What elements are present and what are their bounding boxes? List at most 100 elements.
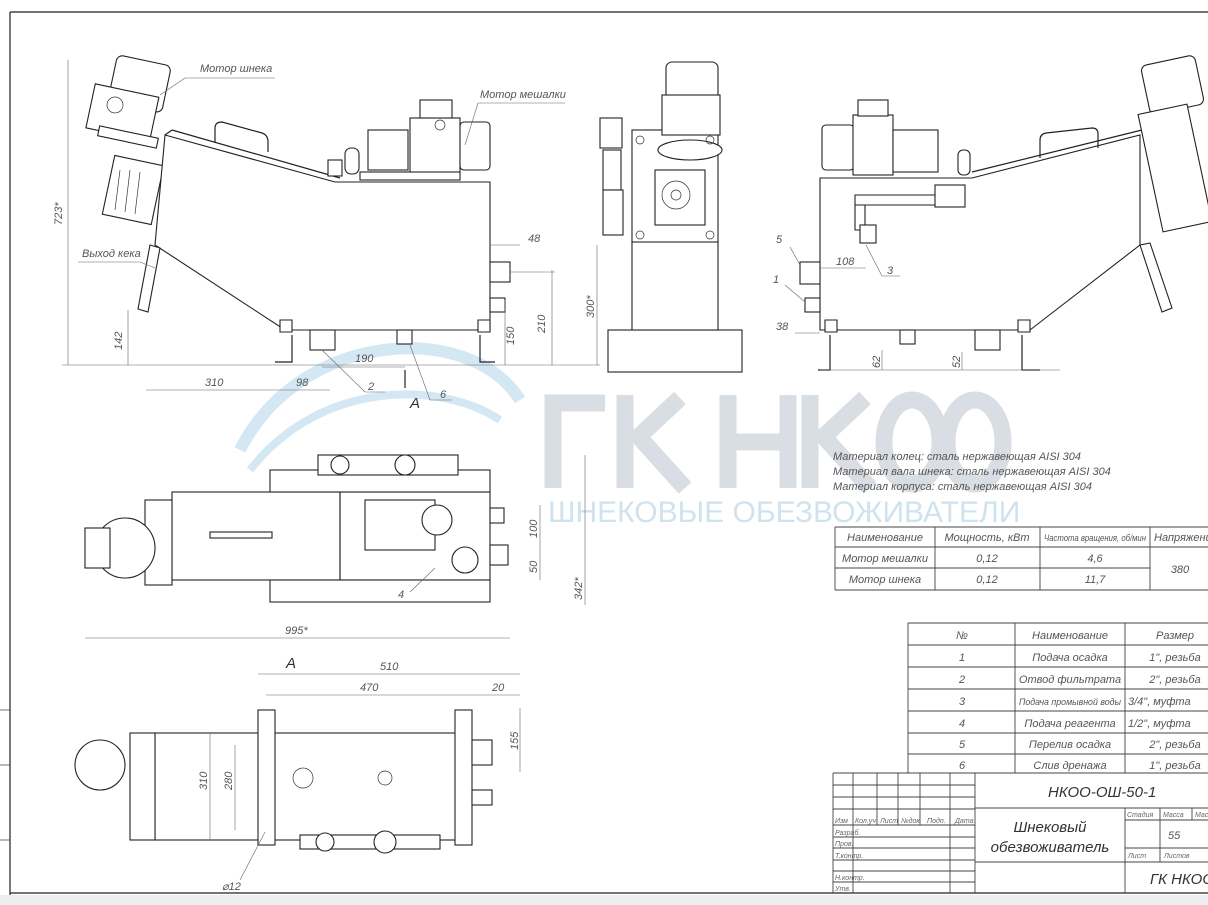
drawing-text: Напряжение <box>1154 532 1208 544</box>
drawing-text: Размер <box>1156 630 1194 642</box>
dim-300: 300* <box>585 295 597 318</box>
top-view: 342* 100 50 995* 4 <box>84 454 586 639</box>
drawing-text: Т.контр. <box>835 853 863 860</box>
table-row: 4 Подача реагента 1/2", муфта <box>959 718 1191 730</box>
drawing-text: № <box>956 630 968 642</box>
table-row: 6 Слив дренажа 1", резьба <box>959 760 1201 772</box>
dim-995: 995* <box>285 625 308 637</box>
dim-142: 142 <box>113 332 125 350</box>
lid-handle <box>214 121 269 152</box>
drawing-text: Утв. <box>834 886 851 893</box>
dim-155: 155 <box>509 731 521 750</box>
drawing-text: 3 <box>959 696 966 708</box>
mass-value: 55 <box>1168 830 1181 842</box>
dim-342: 342* <box>573 577 585 600</box>
table-row: Мотор мешалки <box>842 553 928 565</box>
drawing-text: Отвод фильтрата <box>1019 674 1121 686</box>
label-cake-outlet: Выход кека <box>82 248 141 260</box>
dim-98: 98 <box>296 377 309 389</box>
dim-210: 210 <box>536 314 548 334</box>
dim-d12: ⌀12 <box>222 881 241 893</box>
callout-2: 2 <box>367 381 374 393</box>
dim-723: 723* <box>53 202 65 225</box>
dim-310-a: 310 <box>198 771 210 790</box>
drawing-text: Подача осадка <box>1032 652 1108 664</box>
view-a-title: A <box>285 655 296 672</box>
material-notes: Материал колец: сталь нержавеющая AISI 3… <box>833 451 1111 493</box>
drawing-text: 6 <box>959 760 966 772</box>
dim-470: 470 <box>360 682 379 694</box>
table-row: 3 Подача промывной воды 3/4", муфта <box>959 696 1191 708</box>
drawing-text: Частота вращения, об/мин <box>1044 533 1146 543</box>
front-view: 300* <box>585 61 743 373</box>
drawing-name-line1: Шнековый <box>1013 819 1087 836</box>
drawing-text: Лист <box>1127 853 1146 860</box>
dim-190: 190 <box>355 353 374 365</box>
drawing-text: 1", резьба <box>1149 652 1200 664</box>
drawing-name-line2: обезвоживатель <box>991 839 1110 856</box>
bottom-strip <box>0 895 1208 905</box>
motor-table: Наименование Мощность, кВт Частота враще… <box>834 526 1208 591</box>
drawing-text: №док <box>901 817 920 825</box>
mixer-motor <box>327 99 491 181</box>
screw-motor <box>85 55 171 226</box>
dim-108: 108 <box>836 256 855 268</box>
drawing-text: Разраб. <box>835 829 860 837</box>
drawing-text: Подп. <box>927 817 946 825</box>
drawing-text: 1", резьба <box>1149 760 1200 772</box>
drawing-text: 11,7 <box>1085 574 1106 586</box>
drawing-text: Масса <box>1163 812 1184 819</box>
dim-280: 280 <box>223 771 235 791</box>
table-row: 1 Подача осадка 1", резьба <box>959 652 1201 664</box>
drawing-text: Пров. <box>835 841 854 848</box>
side-view: Мотор шнека Мотор мешалки Выход кека 723… <box>53 55 600 412</box>
drawing-text: Н.контр. <box>835 875 865 882</box>
company-name: ГК НКОО <box>1150 871 1208 888</box>
dim-510: 510 <box>380 661 399 673</box>
drawing-text: 2", резьба <box>1148 674 1200 686</box>
drawing-text: Подача промывной воды <box>1019 697 1121 708</box>
drawing-text: 3/4", муфта <box>1128 696 1191 708</box>
drawing-text: 4 <box>959 718 965 730</box>
drawing-designation: НКОО-ОШ-50-1 <box>1048 784 1156 801</box>
drawing-text: 5 <box>959 739 966 751</box>
watermark-tagline: ШНЕКОВЫЕ ОБЕЗВОЖИВАТЕЛИ <box>548 496 1020 529</box>
dim-50: 50 <box>528 560 540 573</box>
cake-chute <box>137 244 161 313</box>
drawing-text: Наименование <box>847 532 923 544</box>
label-screw-motor: Мотор шнека <box>200 63 272 75</box>
drawing-text: Лист <box>879 818 898 825</box>
callout-6: 6 <box>440 389 447 401</box>
note-housing: Материал корпуса: сталь нержавеющая AISI… <box>833 481 1092 493</box>
drawing-text: Масштаб <box>1195 811 1208 819</box>
drawing-text: Мощность, кВт <box>944 532 1029 544</box>
dim-310: 310 <box>205 377 224 389</box>
dim-48: 48 <box>528 233 541 245</box>
note-rings: Материал колец: сталь нержавеющая AISI 3… <box>833 451 1081 463</box>
dim-150: 150 <box>505 326 517 345</box>
dim-20: 20 <box>491 682 505 694</box>
drawing-text: 1/2", муфта <box>1128 718 1191 730</box>
drawing-text: 2 <box>958 674 965 686</box>
callout-4: 4 <box>398 589 404 601</box>
table-row: 2 Отвод фильтрата 2", резьба <box>958 674 1201 686</box>
drawing-text: 4,6 <box>1087 553 1103 565</box>
drawing-text: Дата <box>954 818 974 825</box>
callout-3: 3 <box>887 265 894 277</box>
callout-1: 1 <box>773 274 779 286</box>
view-a: A 510 470 20 155 310 280 ⌀12 <box>74 655 521 893</box>
drawing-text: Подача реагента <box>1024 718 1115 730</box>
table-row: Мотор шнека <box>849 574 921 586</box>
drawing-text: Листов <box>1163 853 1190 860</box>
label-mixer-motor: Мотор мешалки <box>480 89 566 101</box>
drawing-text: 380 <box>1171 564 1190 576</box>
watermark-brand-logo <box>544 391 1012 494</box>
title-block: Изм Кол.уч Лист №док Подп. Дата Разраб. … <box>832 772 1208 893</box>
table-row: 5 Перелив осадка 2", резьба <box>959 739 1201 751</box>
section-mark-a: A <box>409 395 420 412</box>
rear-view: 5 1 108 3 38 62 52 <box>773 55 1208 371</box>
drawing-text: Стадия <box>1127 811 1153 819</box>
connections-table: № Наименование Размер 1 Подача осадка 1"… <box>907 622 1208 773</box>
drawing-text: 1 <box>959 652 965 664</box>
